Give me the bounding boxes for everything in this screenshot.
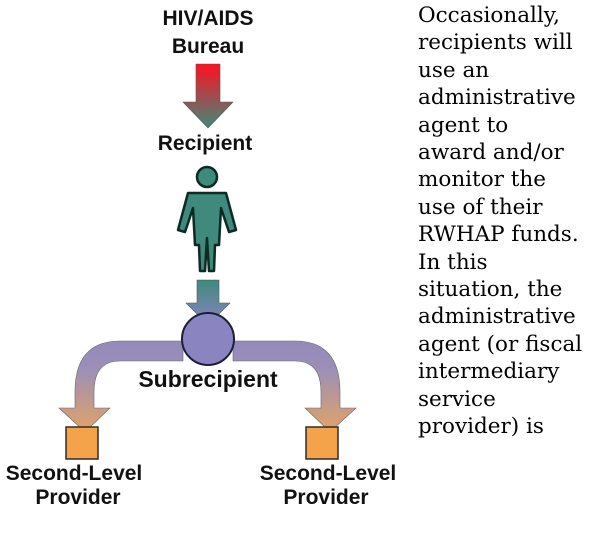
- square-node-icon-right: [305, 426, 339, 460]
- label-left-provider-line2: Provider: [35, 486, 120, 509]
- arrow-bureau-to-recipient: [182, 63, 234, 129]
- square-node-icon-left: [65, 426, 99, 460]
- label-hiv-aids: HIV/AIDS: [162, 7, 253, 30]
- person-icon: [176, 165, 238, 273]
- label-bureau: Bureau: [172, 35, 244, 58]
- arrow-recipient-to-subrecipient: [185, 279, 231, 326]
- arrow-subrecipient-to-right-provider: [232, 340, 357, 433]
- label-left-provider-line1: Second-Level: [6, 462, 143, 485]
- description-paragraph: Occasionally, recipients will use an adm…: [418, 3, 583, 440]
- circle-node-icon: [181, 312, 235, 366]
- label-recipient: Recipient: [158, 132, 253, 155]
- label-right-provider-line1: Second-Level: [260, 462, 397, 485]
- arrow-subrecipient-to-left-provider: [58, 340, 184, 433]
- label-right-provider-line2: Provider: [283, 486, 368, 509]
- label-subrecipient: Subrecipient: [138, 366, 278, 392]
